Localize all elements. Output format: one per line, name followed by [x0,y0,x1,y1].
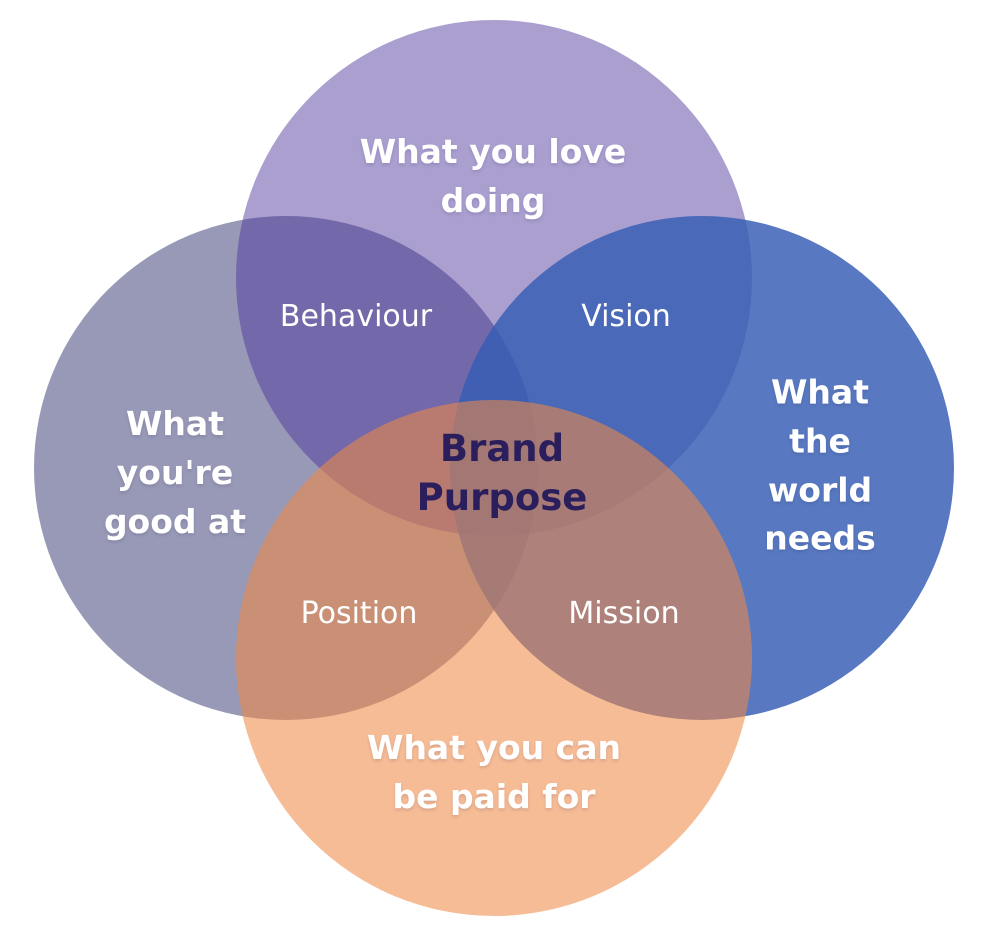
overlap-label-position: Position [300,596,418,631]
circle-paid-for [236,400,752,916]
overlap-label-behaviour: Behaviour [279,299,433,334]
circle-label-what-you-love-doing: What you love doing [359,132,627,220]
center-label-brand-purpose: Brand Purpose [416,427,588,519]
overlap-label-vision: Vision [581,299,671,334]
circle-label-what-you-can-be-paid-for: What you can be paid for [367,728,621,816]
circle-label-what-the-world-needs: What the world needs [764,372,876,558]
circle-label-what-youre-good-at: What you're good at [103,403,247,541]
overlap-label-mission: Mission [568,596,680,631]
